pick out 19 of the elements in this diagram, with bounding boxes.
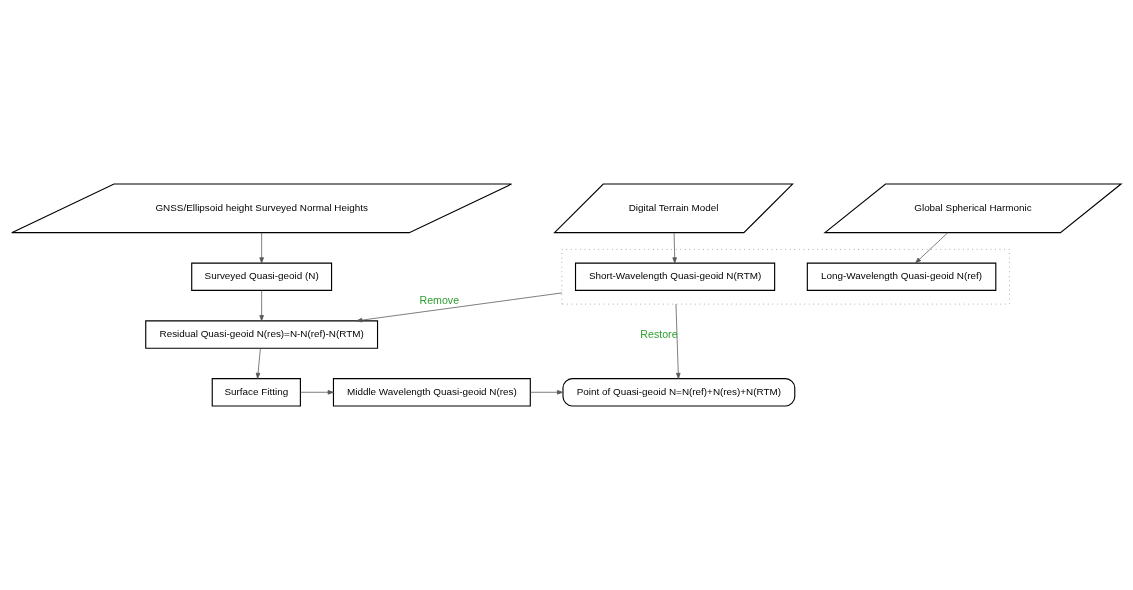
arrow: [915, 232, 949, 264]
arrow: [672, 232, 677, 264]
arrow: [255, 347, 261, 379]
arrow: [675, 303, 681, 379]
node-box: Point of Quasi-geoid N=N(ref)+N(res)+N(RTM): [562, 378, 796, 407]
arrow: [259, 232, 264, 264]
arrow: [356, 292, 563, 323]
node-box: Long-Wavelength Quasi-geoid N(ref): [806, 262, 997, 291]
cluster: [561, 249, 1010, 305]
edge-label: Remove: [419, 294, 460, 307]
node-box: Surface Fitting: [211, 378, 301, 407]
arrow: [530, 390, 564, 395]
edge-label: Restore: [640, 328, 678, 341]
node-box: Middle Wavelength Quasi-geoid N(res): [332, 378, 531, 407]
arrow: [259, 290, 264, 322]
node-box: Residual Quasi-geoid N(res)=N-N(ref)-N(RTM): [145, 320, 379, 349]
node-box: Surveyed Quasi-geoid (N): [191, 262, 333, 291]
arrow: [300, 390, 334, 395]
node-box: Short-Wavelength Quasi-geoid N(RTM): [574, 262, 776, 291]
